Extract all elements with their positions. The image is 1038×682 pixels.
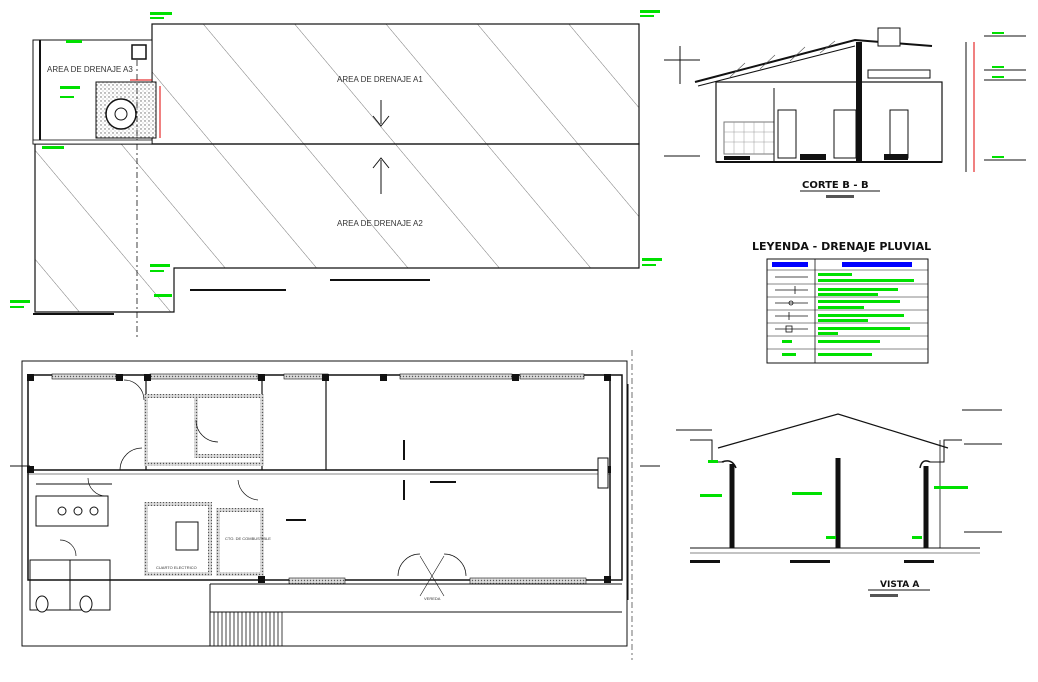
building-perimeter [27, 374, 623, 581]
gable-roof [717, 413, 949, 449]
legend-header-symbol [772, 262, 808, 267]
arrow-up-icon [372, 157, 390, 194]
drainage-area-a2-zone [34, 143, 640, 313]
area-a1-label: AREA DE DRENAJE A1 [337, 75, 423, 84]
section-vista-a: VISTA A [676, 409, 1002, 597]
room-label-combustible: CTO. DE COMBUSTIBLE [225, 536, 271, 541]
vista-title: VISTA A [880, 580, 919, 590]
exterior-wall-top [51, 373, 587, 585]
arrow-down-icon [372, 100, 390, 127]
legend-row-symbols [775, 276, 808, 333]
drainage-area-a1-zone [151, 23, 640, 145]
roof-drainage-plan: AREA DE DRENAJE A1 AREA DE DRENAJE A2 AR… [10, 10, 662, 340]
tile-wall [723, 121, 775, 155]
interior-room-stippled [144, 394, 264, 466]
green-tags-plan [10, 10, 662, 308]
floor-plan: CTO. DE COMBUSTIBLE CUARTO ELECTRICO VER… [10, 350, 660, 660]
electrical-room [144, 502, 212, 576]
roof-slope [694, 38, 933, 83]
area-a2-label: AREA DE DRENAJE A2 [337, 219, 423, 228]
section-corte-bb: CORTE B - B [664, 27, 1026, 198]
legend: LEYENDA - DRENAJE PLUVIAL [752, 240, 931, 364]
legend-row-descriptions [782, 273, 914, 356]
legend-table [766, 258, 929, 364]
legend-title: LEYENDA - DRENAJE PLUVIAL [752, 240, 931, 253]
legend-header-description [842, 262, 912, 267]
walkway-label: VEREDA [424, 596, 441, 601]
room-label-electrico: CUARTO ELECTRICO [156, 565, 197, 570]
area-a3-label: AREA DE DRENAJE A3 [47, 65, 133, 74]
plan-outer-boundary [21, 360, 628, 647]
corte-title: CORTE B - B [802, 180, 869, 191]
